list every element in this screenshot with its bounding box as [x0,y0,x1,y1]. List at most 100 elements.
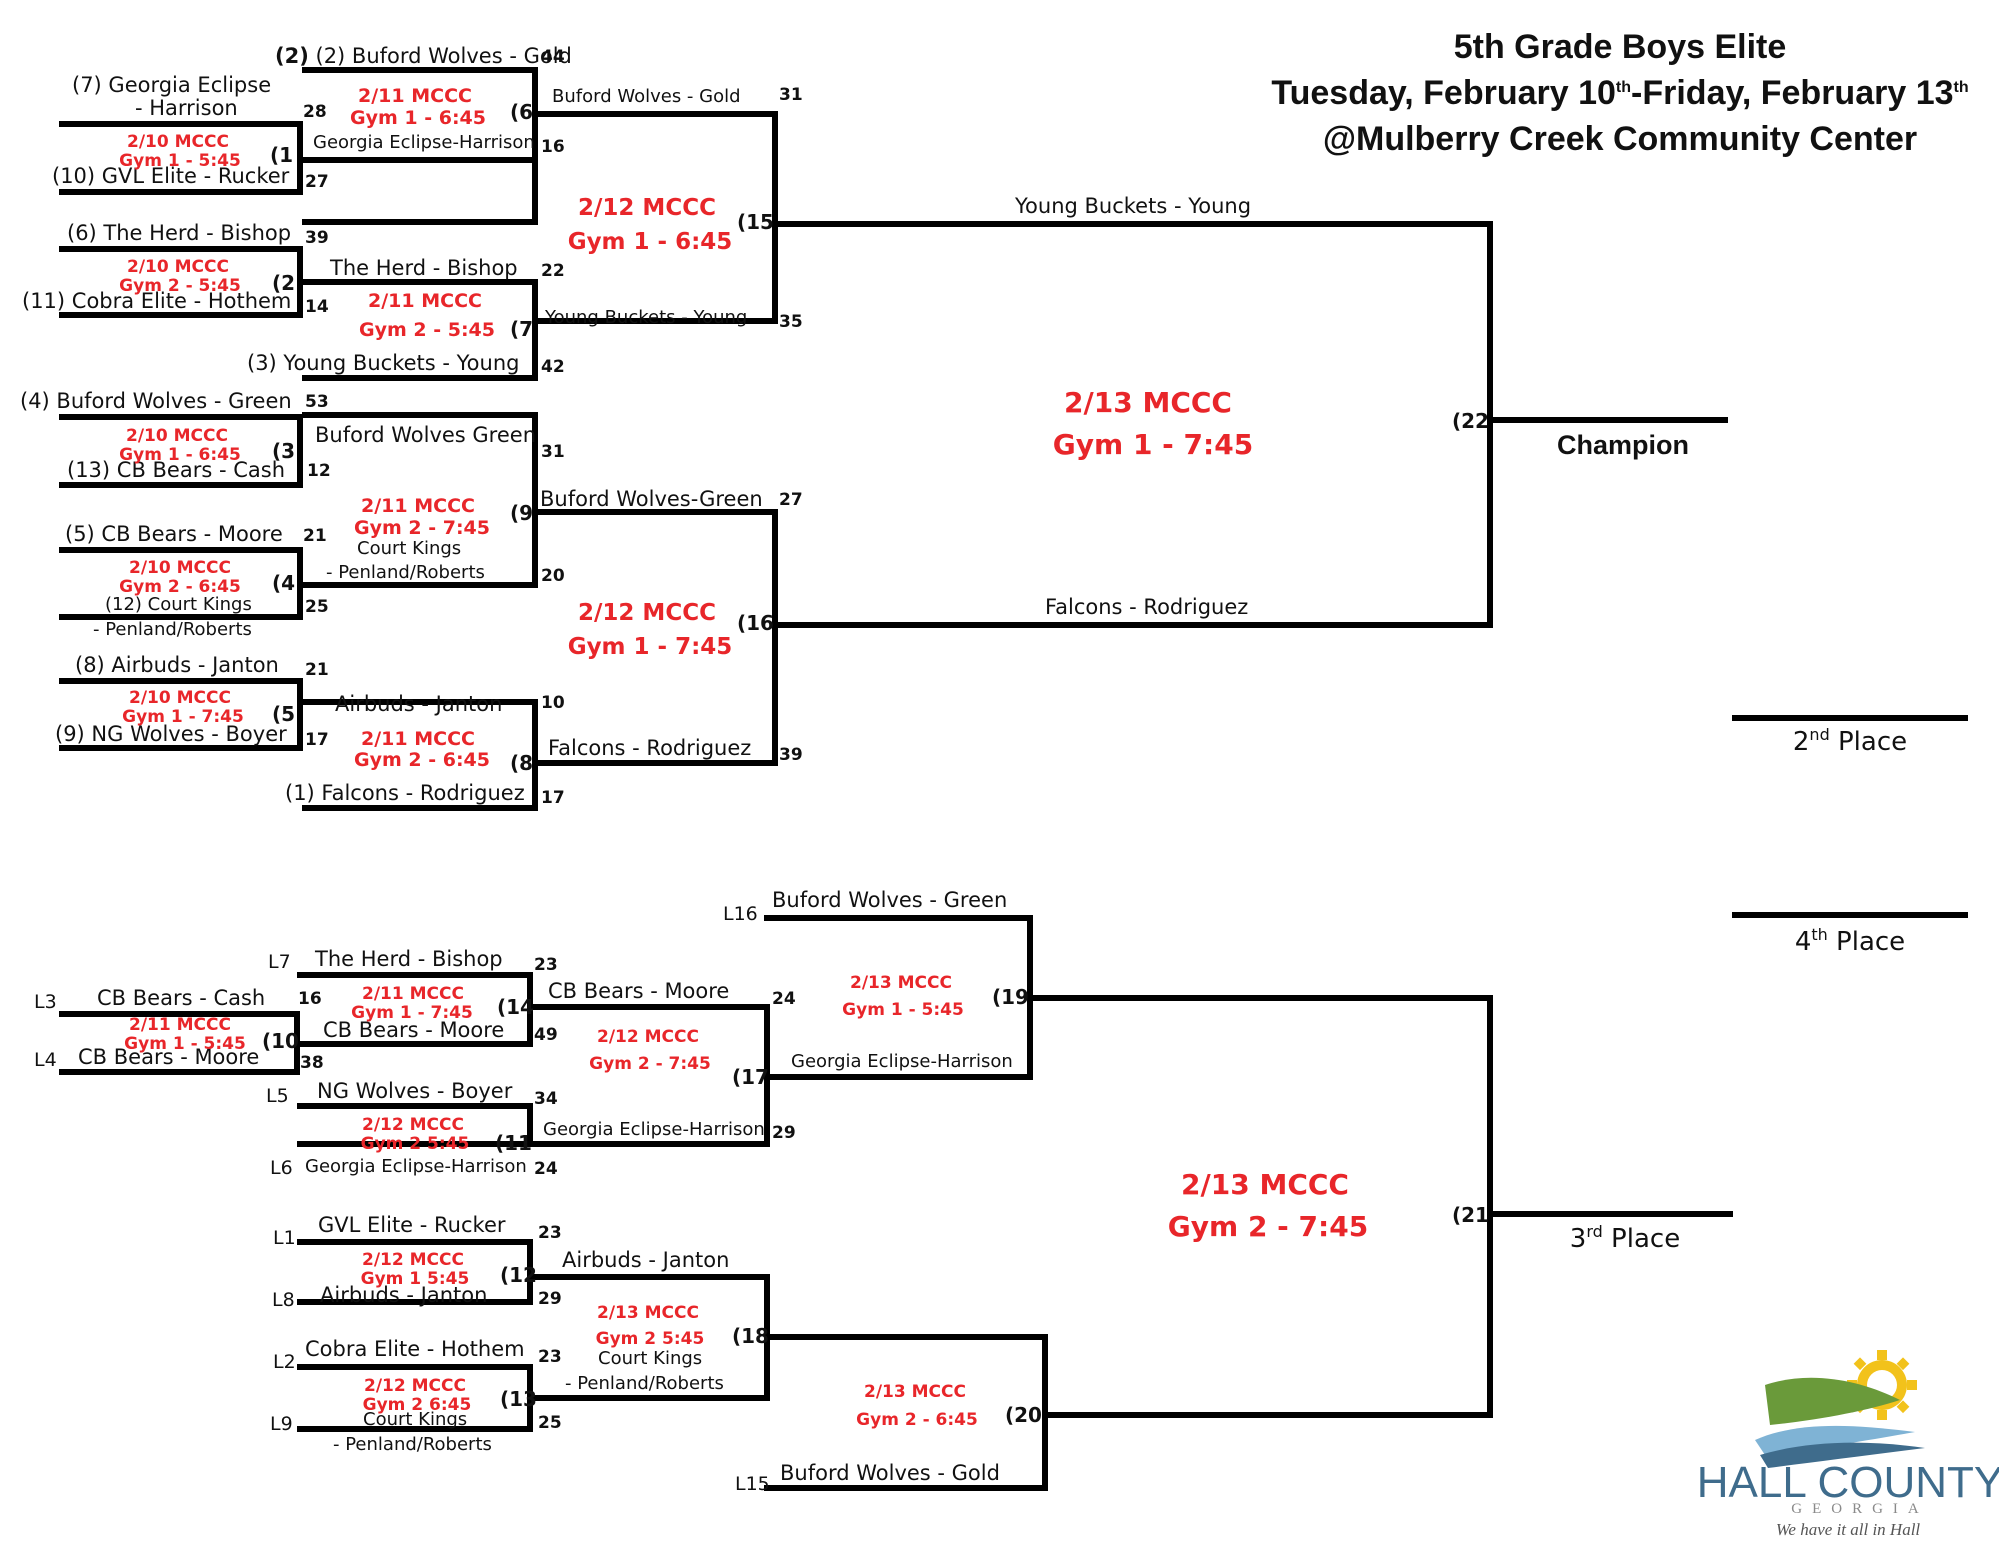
third-place-label: 3rd Place [1570,1222,1680,1254]
score: 23 [534,955,558,975]
score: 49 [534,1025,558,1045]
team-cb-bears-moore: CB Bears - Moore [78,1045,259,1069]
schedule-date: 2/13 MCCC [850,973,952,993]
schedule-date: 2/12 MCCC [578,600,716,626]
water-wave-shape-dark [1760,1442,1925,1468]
schedule-date: 2/10 MCCC [127,132,229,152]
score: 16 [298,989,322,1009]
schedule-time: Gym 1 - 7:45 [568,634,733,660]
advancer-young-buckets: Young Buckets - Young [544,307,747,328]
game-2-bracket [59,246,303,318]
score: 34 [534,1089,558,1109]
game-number: (10 [262,1029,299,1053]
team-gvl-elite: GVL Elite - Rucker [318,1213,506,1237]
score: 29 [772,1123,796,1143]
game-16-bracket [532,509,778,766]
schedule-date: 2/12 MCCC [362,1250,464,1270]
logo-name: HALL COUNTY [1697,1458,1999,1507]
game-number: (3 [272,439,295,463]
score: 24 [772,989,796,1009]
schedule-date: 2/11 MCCC [362,984,464,1004]
schedule-time: Gym 2 - 6:45 [354,749,490,771]
second-place-label: 2nd Place [1793,725,1907,757]
schedule-time: Gym 2 5:45 [361,1134,470,1154]
schedule-time: Gym 1 - 7:45 [122,707,244,727]
score: 39 [779,745,803,765]
score: 28 [303,102,327,122]
game-4-bracket [59,547,303,620]
game-number: (8 [510,751,533,775]
consolation-scores: 23 16 38 49 34 24 23 29 23 25 24 29 [298,955,796,1433]
game-12-bracket [297,1239,533,1305]
schedule-date: 2/12 MCCC [362,1115,464,1135]
game-number: (12 [500,1263,537,1287]
advancer-court-kings-line2: - Penland/Roberts [565,1373,724,1394]
loser-label: L2 [273,1351,296,1373]
loser-label: L5 [266,1085,289,1107]
team-court-kings-line2: - Penland/Roberts [333,1434,492,1455]
schedule-date: 2/11 MCCC [361,495,475,517]
schedule-time: Gym 1 5:45 [361,1269,470,1289]
fourth-place-label: 4th Place [1795,925,1905,957]
finalist-falcons: Falcons - Rodriguez [1045,595,1248,619]
game-21-bracket [1027,995,1493,1418]
logo-sub: GEORGIA [1791,1501,1929,1517]
schedule-date: 2/13 MCCC [864,1382,966,1402]
score: 35 [779,312,803,332]
consolation-advancers: CB Bears - Moore CB Bears - Moore Georgi… [323,979,1013,1394]
loser-label: L6 [270,1157,293,1179]
consolation-loser-labels: L7 L3 L4 L5 L6 L1 L8 L2 L9 L16 L15 [34,903,770,1495]
schedule-date: 2/11 MCCC [358,85,472,107]
logo-tagline: We have it all in Hall [1776,1520,1921,1539]
loser-label: L15 [735,1473,770,1495]
team-cobra-elite: Cobra Elite - Hothem [305,1337,525,1361]
team-cb-bears-cash: (13) CB Bears - Cash [67,458,285,482]
team-court-kings: Court Kings [363,1409,467,1430]
schedule-date: 2/12 MCCC [597,1027,699,1047]
advancer-falcons: Falcons - Rodriguez [548,736,751,760]
schedule-time: Gym 2 6:45 [363,1395,472,1415]
game-number: (9 [510,501,533,525]
advancer-buford-wolves-green: Buford Wolves Green [315,423,536,447]
consolation-game-numbers: (10 (11 (12 (13 (14 (17 (18 (19 (20 (21 [262,985,1489,1427]
team-ng-wolves: (9) NG Wolves - Boyer [55,722,287,746]
consolation-bracket-lines [59,915,1733,1491]
game-1-bracket [59,121,303,195]
loser-label: L4 [34,1049,57,1071]
schedule-time: Gym 1 - 7:45 [1053,428,1253,461]
game-number: (22 [1452,409,1489,433]
advancer-cb-bears-moore: CB Bears - Moore [548,979,729,1003]
finalist-young-buckets: Young Buckets - Young [1014,194,1251,218]
game-22-bracket [772,221,1493,628]
score: 23 [538,1223,562,1243]
score: 25 [538,1413,562,1433]
team-cobra-elite: (11) Cobra Elite - Hothem [22,289,291,313]
schedule-time: Gym 2 - 7:45 [354,517,490,539]
advancer-court-kings-line2: - Penland/Roberts [326,562,485,583]
schedule-time: Gym 2 - 5:45 [119,276,241,296]
schedule-time: Gym 2 - 7:45 [1168,1210,1368,1243]
game-3-bracket [59,414,303,488]
team-falcons: (1) Falcons - Rodriguez [285,781,525,805]
game-number: (11 [495,1131,532,1155]
score: 12 [307,461,331,481]
schedule-time: Gym 1 - 5:45 [119,151,241,171]
schedule-date: 2/10 MCCC [127,257,229,277]
game-number: (2 [272,271,295,295]
advancer-cb-bears-moore: CB Bears - Moore [323,1018,504,1042]
game-number: (17 [732,1065,769,1089]
team-cb-bears-moore: (5) CB Bears - Moore [65,522,283,546]
schedule-date: 2/13 MCCC [1064,386,1232,419]
advancer-georgia-eclipse: Georgia Eclipse-Harrison [543,1119,765,1140]
loser-label: L1 [273,1227,296,1249]
schedule-date: 2/10 MCCC [129,688,231,708]
score: 10 [541,693,565,713]
score: 29 [538,1289,562,1309]
game-number: (20 [1005,1403,1042,1427]
main-bracket-teams: (2) (2) Buford Wolves - Gold (7) Georgia… [20,44,572,805]
team-buford-wolves-green: Buford Wolves - Green [772,888,1007,912]
score: 25 [305,597,329,617]
advancer-georgia-eclipse: Georgia Eclipse-Harrison [313,132,535,153]
score: 38 [300,1053,324,1073]
team-airbuds: (8) Airbuds - Janton [75,653,279,677]
